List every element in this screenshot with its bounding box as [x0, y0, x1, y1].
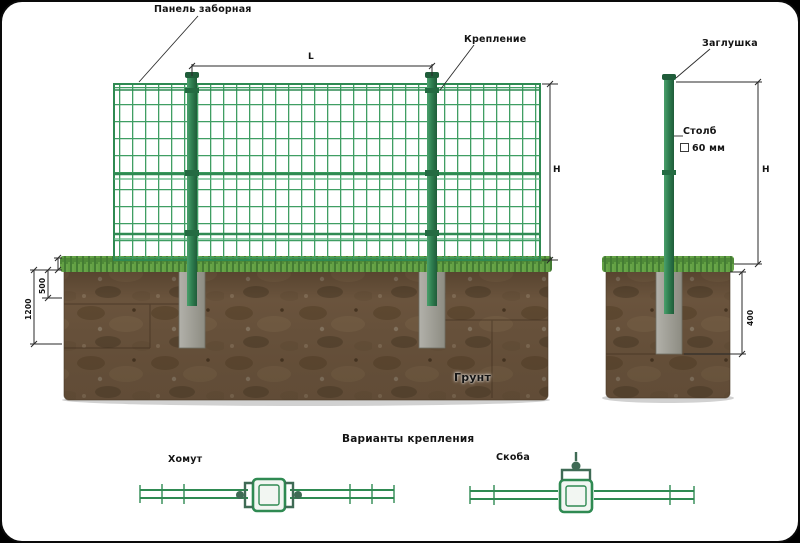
ground-label: Грунт [454, 371, 492, 384]
right-depth-dimension [684, 268, 746, 358]
left-depth-dimensions [30, 254, 62, 348]
dim-height-label: H [553, 165, 561, 175]
clamp-label: Хомут [168, 454, 203, 465]
bracket-label: Скоба [496, 452, 530, 463]
dimension-height-right [676, 78, 762, 268]
dimension-length [188, 62, 436, 76]
dim-400-label: 400 [746, 309, 755, 326]
dim-500-label: 500 [38, 277, 47, 294]
post-size-text: 60 мм [692, 143, 726, 154]
dim-1200-label: 1200 [24, 298, 33, 320]
post-profile-icon [680, 143, 689, 152]
post-size-label: 60 мм [680, 143, 725, 154]
dimension-height [542, 80, 558, 264]
clamp-variant-diagram [139, 477, 395, 513]
fence-post-left [185, 72, 199, 306]
fence-post-single [662, 74, 676, 314]
dim-height-right-label: H [762, 165, 770, 175]
post-label: Столб [683, 126, 717, 137]
bracket-variant-diagram [469, 452, 695, 514]
panel-label: Панель заборная [154, 4, 252, 15]
fastening-label: Крепление [464, 34, 527, 45]
fence-post-right [425, 72, 439, 306]
cap-label: Заглушка [702, 38, 758, 49]
leader-lines [138, 15, 711, 137]
soil-block-main [62, 265, 550, 406]
variants-title: Варианты крепления [342, 433, 475, 445]
fence-panel-mesh [113, 83, 541, 261]
dim-length-label: L [308, 52, 314, 62]
